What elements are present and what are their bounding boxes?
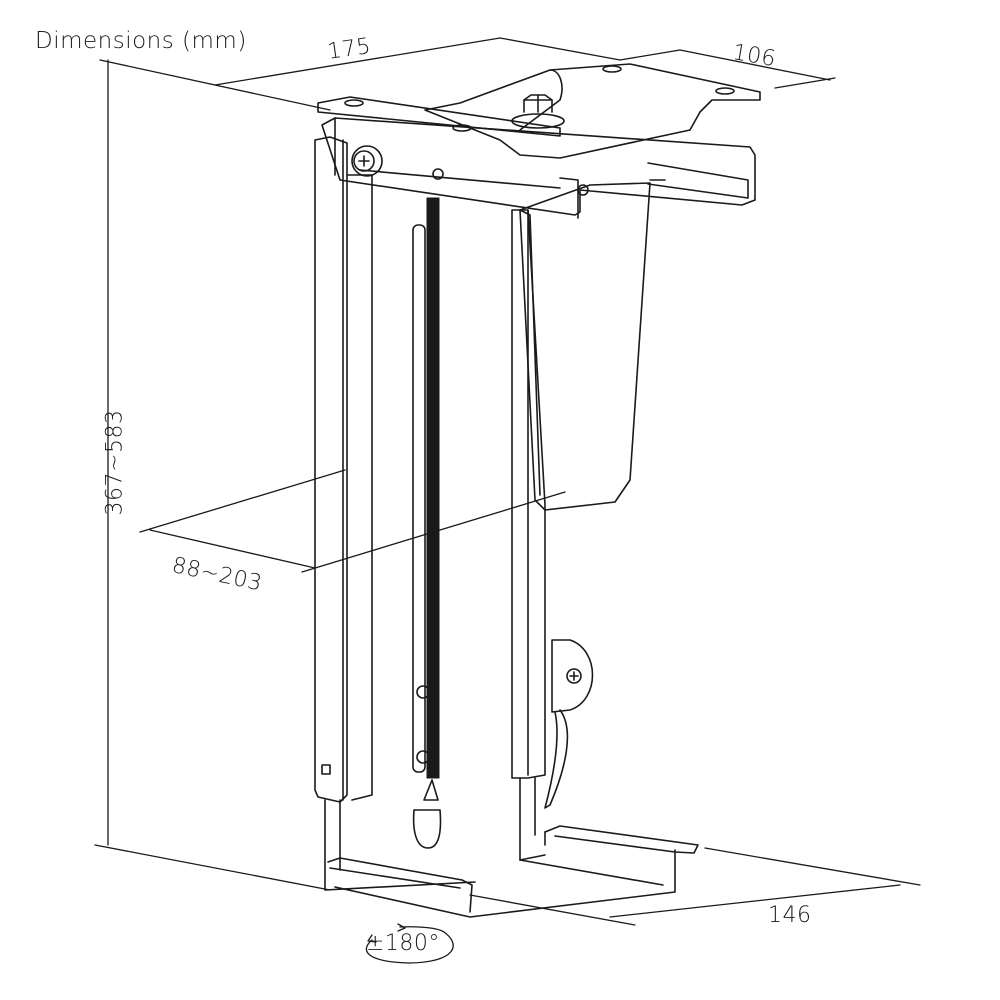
dimension-height-range: 367~583: [102, 409, 128, 516]
center-spring: [412, 197, 442, 849]
bottom-tray: [327, 825, 699, 918]
rotation-label: ±180°: [366, 931, 440, 956]
left-vertical-arm: [314, 136, 476, 891]
top-mounting-plate: [317, 63, 761, 159]
right-vertical-arm: [511, 209, 594, 861]
rotation-arrow-icon: [365, 923, 454, 964]
right-front-panel: [519, 182, 651, 511]
upper-bracket: [321, 117, 756, 219]
dimension-lines: [94, 37, 921, 926]
diagram-title: Dimensions (mm): [35, 28, 247, 54]
dimension-base-depth: 146: [768, 903, 812, 928]
